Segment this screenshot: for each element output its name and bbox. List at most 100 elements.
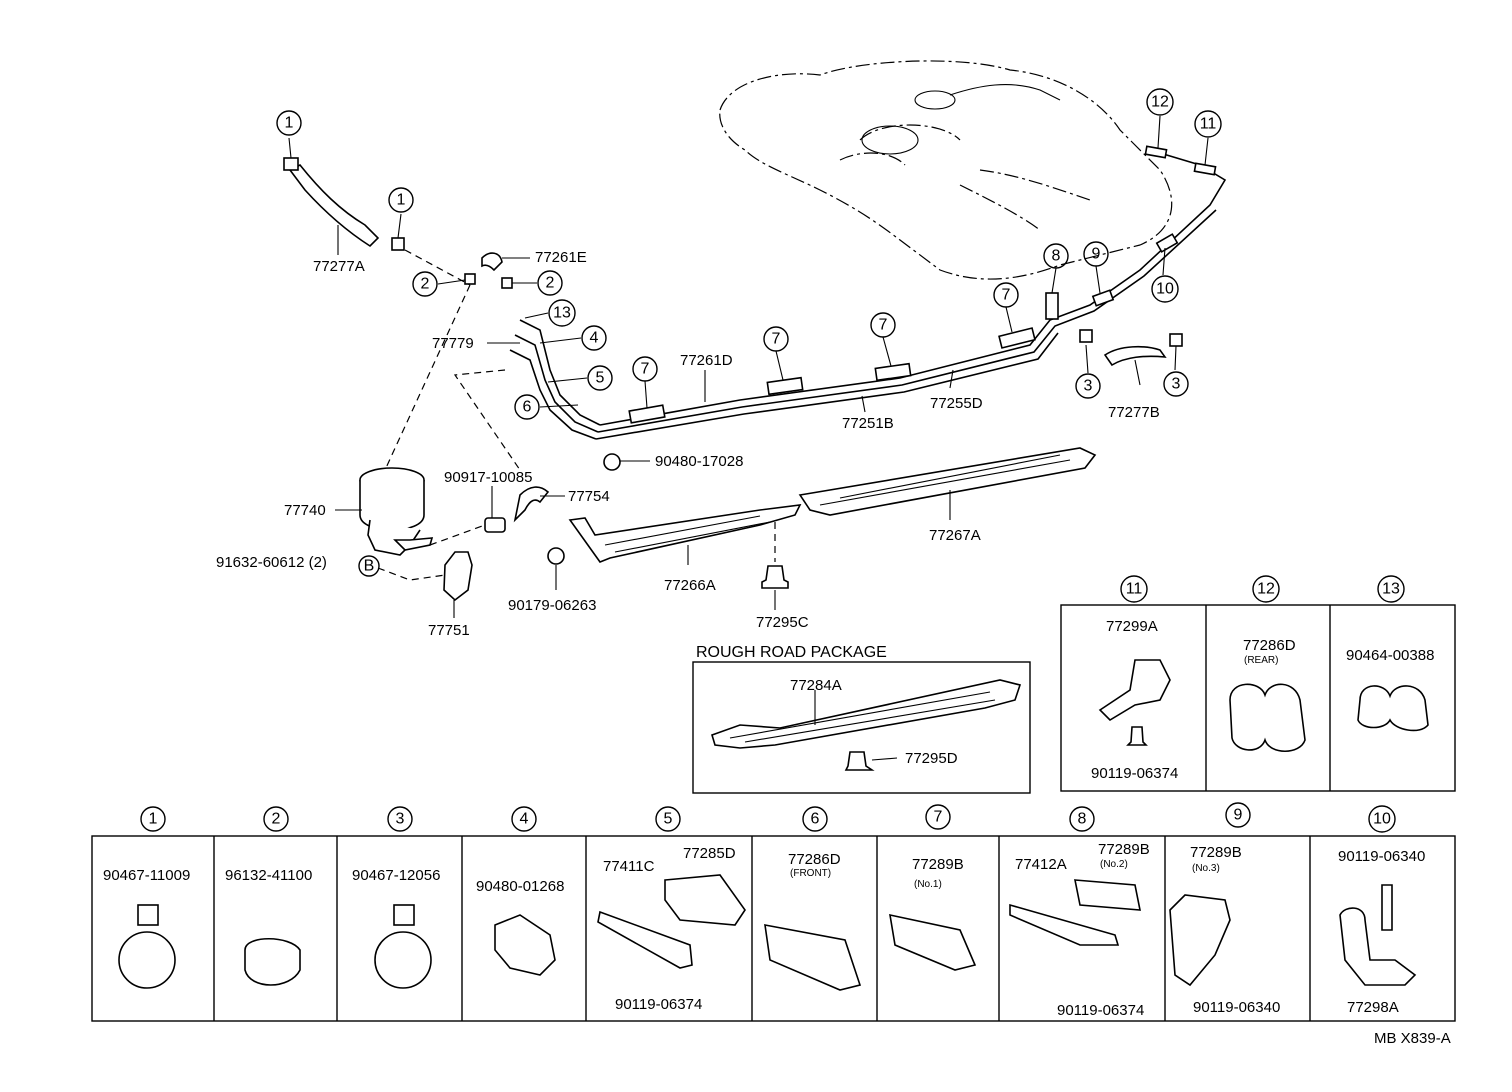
- label-front: (FRONT): [790, 868, 831, 879]
- svg-text:3: 3: [396, 811, 405, 828]
- label-77289b-no1: 77289B: [912, 856, 964, 873]
- label-90464-00388: 90464-00388: [1346, 647, 1434, 664]
- svg-text:B: B: [364, 558, 375, 575]
- svg-text:12: 12: [1257, 581, 1275, 598]
- callout-4a: 4: [581, 325, 607, 351]
- rough-road-title: ROUGH ROAD PACKAGE: [696, 644, 887, 661]
- hose-77277b: [1103, 345, 1167, 367]
- label-no1: (No.1): [914, 879, 942, 890]
- clamp-5-drawing: [664, 874, 746, 926]
- bracket-77751: [443, 551, 473, 602]
- detail-strip-bottom: 1 2 3 4 5 6 7 8 9 10 90467-11009 96132-4…: [91, 802, 1456, 1022]
- detail-callout-13: 13: [1377, 575, 1405, 603]
- label-77298a: 77298A: [1347, 999, 1399, 1016]
- filter-plug-77295c: [761, 565, 789, 589]
- clip-3-drawing: [374, 931, 432, 989]
- detail-callout-11: 11: [1120, 575, 1148, 603]
- label-77251b: 77251B: [842, 415, 894, 432]
- svg-text:1: 1: [285, 115, 294, 132]
- detail-callout-12: 12: [1252, 575, 1280, 603]
- strip-callout-2: 2: [263, 806, 289, 832]
- clamp-6-drawing: [764, 924, 862, 991]
- label-90119-06374-b: 90119-06374: [615, 996, 702, 1013]
- svg-text:7: 7: [879, 317, 888, 334]
- bracket-5-drawing: [597, 910, 693, 969]
- clip-4-drawing: [494, 914, 556, 976]
- figure-code: MB X839-A: [1374, 1030, 1451, 1047]
- callout-2a: 2: [412, 271, 438, 297]
- protector-plates: [568, 447, 1097, 563]
- clip-1-drawing: [118, 931, 176, 989]
- svg-text:4: 4: [590, 330, 599, 347]
- label-77751: 77751: [428, 622, 470, 639]
- clamp-9-drawing: [1169, 894, 1231, 987]
- rough-road-package: ROUGH ROAD PACKAGE 77284A 77295D: [692, 644, 1031, 794]
- svg-text:12: 12: [1151, 94, 1169, 111]
- callout-9a: 9: [1083, 241, 1109, 267]
- svg-text:7: 7: [641, 361, 650, 378]
- svg-text:1: 1: [397, 192, 406, 209]
- label-91632-60612: 91632-60612 (2): [216, 554, 327, 571]
- svg-text:2: 2: [546, 275, 555, 292]
- clamp-8-drawing: [1074, 879, 1141, 911]
- rough-road-plate: [711, 679, 1022, 771]
- clip-2-drawing: [244, 938, 301, 986]
- label-77266a: 77266A: [664, 577, 716, 594]
- strip-callout-10: 10: [1368, 805, 1396, 833]
- callout-7b: 7: [763, 326, 789, 352]
- svg-text:5: 5: [596, 370, 605, 387]
- label-77261e: 77261E: [535, 249, 587, 266]
- label-77740: 77740: [284, 502, 326, 519]
- svg-text:9: 9: [1092, 246, 1101, 263]
- label-90119-06374-a: 90119-06374: [1091, 765, 1178, 782]
- label-77261d: 77261D: [680, 352, 733, 369]
- main-labels: 77277A 77261E 77779 77261D 77251B 77255D…: [216, 249, 1160, 639]
- left-components: [283, 157, 776, 581]
- callout-12a: 12: [1146, 88, 1174, 116]
- svg-text:10: 10: [1156, 281, 1174, 298]
- bracket-8-drawing: [1009, 903, 1120, 946]
- label-77289b-no2: 77289B: [1098, 841, 1150, 858]
- callout-1b: 1: [388, 187, 414, 213]
- callout-7d: 7: [993, 282, 1019, 308]
- strip-callout-3: 3: [387, 806, 413, 832]
- label-no2: (No.2): [1100, 859, 1128, 870]
- callout-3a: 3: [1075, 373, 1101, 399]
- label-77295c: 77295C: [756, 614, 809, 631]
- svg-text:13: 13: [553, 305, 571, 322]
- svg-text:8: 8: [1078, 811, 1087, 828]
- svg-text:11: 11: [1126, 581, 1143, 598]
- label-77267a: 77267A: [929, 527, 981, 544]
- label-96132-41100: 96132-41100: [225, 867, 312, 884]
- label-77286d-rear: 77286D: [1243, 637, 1296, 654]
- svg-text:13: 13: [1382, 581, 1400, 598]
- callout-8a: 8: [1043, 243, 1069, 269]
- svg-text:3: 3: [1084, 378, 1093, 395]
- callout-6a: 6: [514, 394, 540, 420]
- label-90480-17028: 90480-17028: [655, 453, 743, 470]
- callouts: 1 1 2 2 13 4 5 6 7 7 7 7 8 9 10 12 11 3 …: [276, 88, 1222, 577]
- label-90917-10085: 90917-10085: [444, 469, 532, 486]
- callout-5a: 5: [587, 365, 613, 391]
- label-77289b-no3: 77289B: [1190, 844, 1242, 861]
- fuel-lines: [509, 145, 1227, 440]
- fuel-pump-assembly: [359, 467, 434, 556]
- label-77285d: 77285D: [683, 845, 736, 862]
- fuel-tank: [719, 60, 1173, 280]
- callout-13a: 13: [548, 299, 576, 327]
- label-77779: 77779: [432, 335, 474, 352]
- strip-callout-1: 1: [140, 806, 166, 832]
- label-90467-11009: 90467-11009: [103, 867, 190, 884]
- label-77754: 77754: [568, 488, 610, 505]
- label-77277a: 77277A: [313, 258, 365, 275]
- svg-text:7: 7: [934, 809, 943, 826]
- label-90467-12056: 90467-12056: [352, 867, 440, 884]
- svg-text:10: 10: [1373, 811, 1391, 828]
- label-77412a: 77412A: [1015, 856, 1067, 873]
- svg-text:3: 3: [1172, 376, 1181, 393]
- callout-3b: 3: [1163, 371, 1189, 397]
- label-77277b: 77277B: [1108, 404, 1160, 421]
- label-no3: (No.3): [1192, 863, 1220, 874]
